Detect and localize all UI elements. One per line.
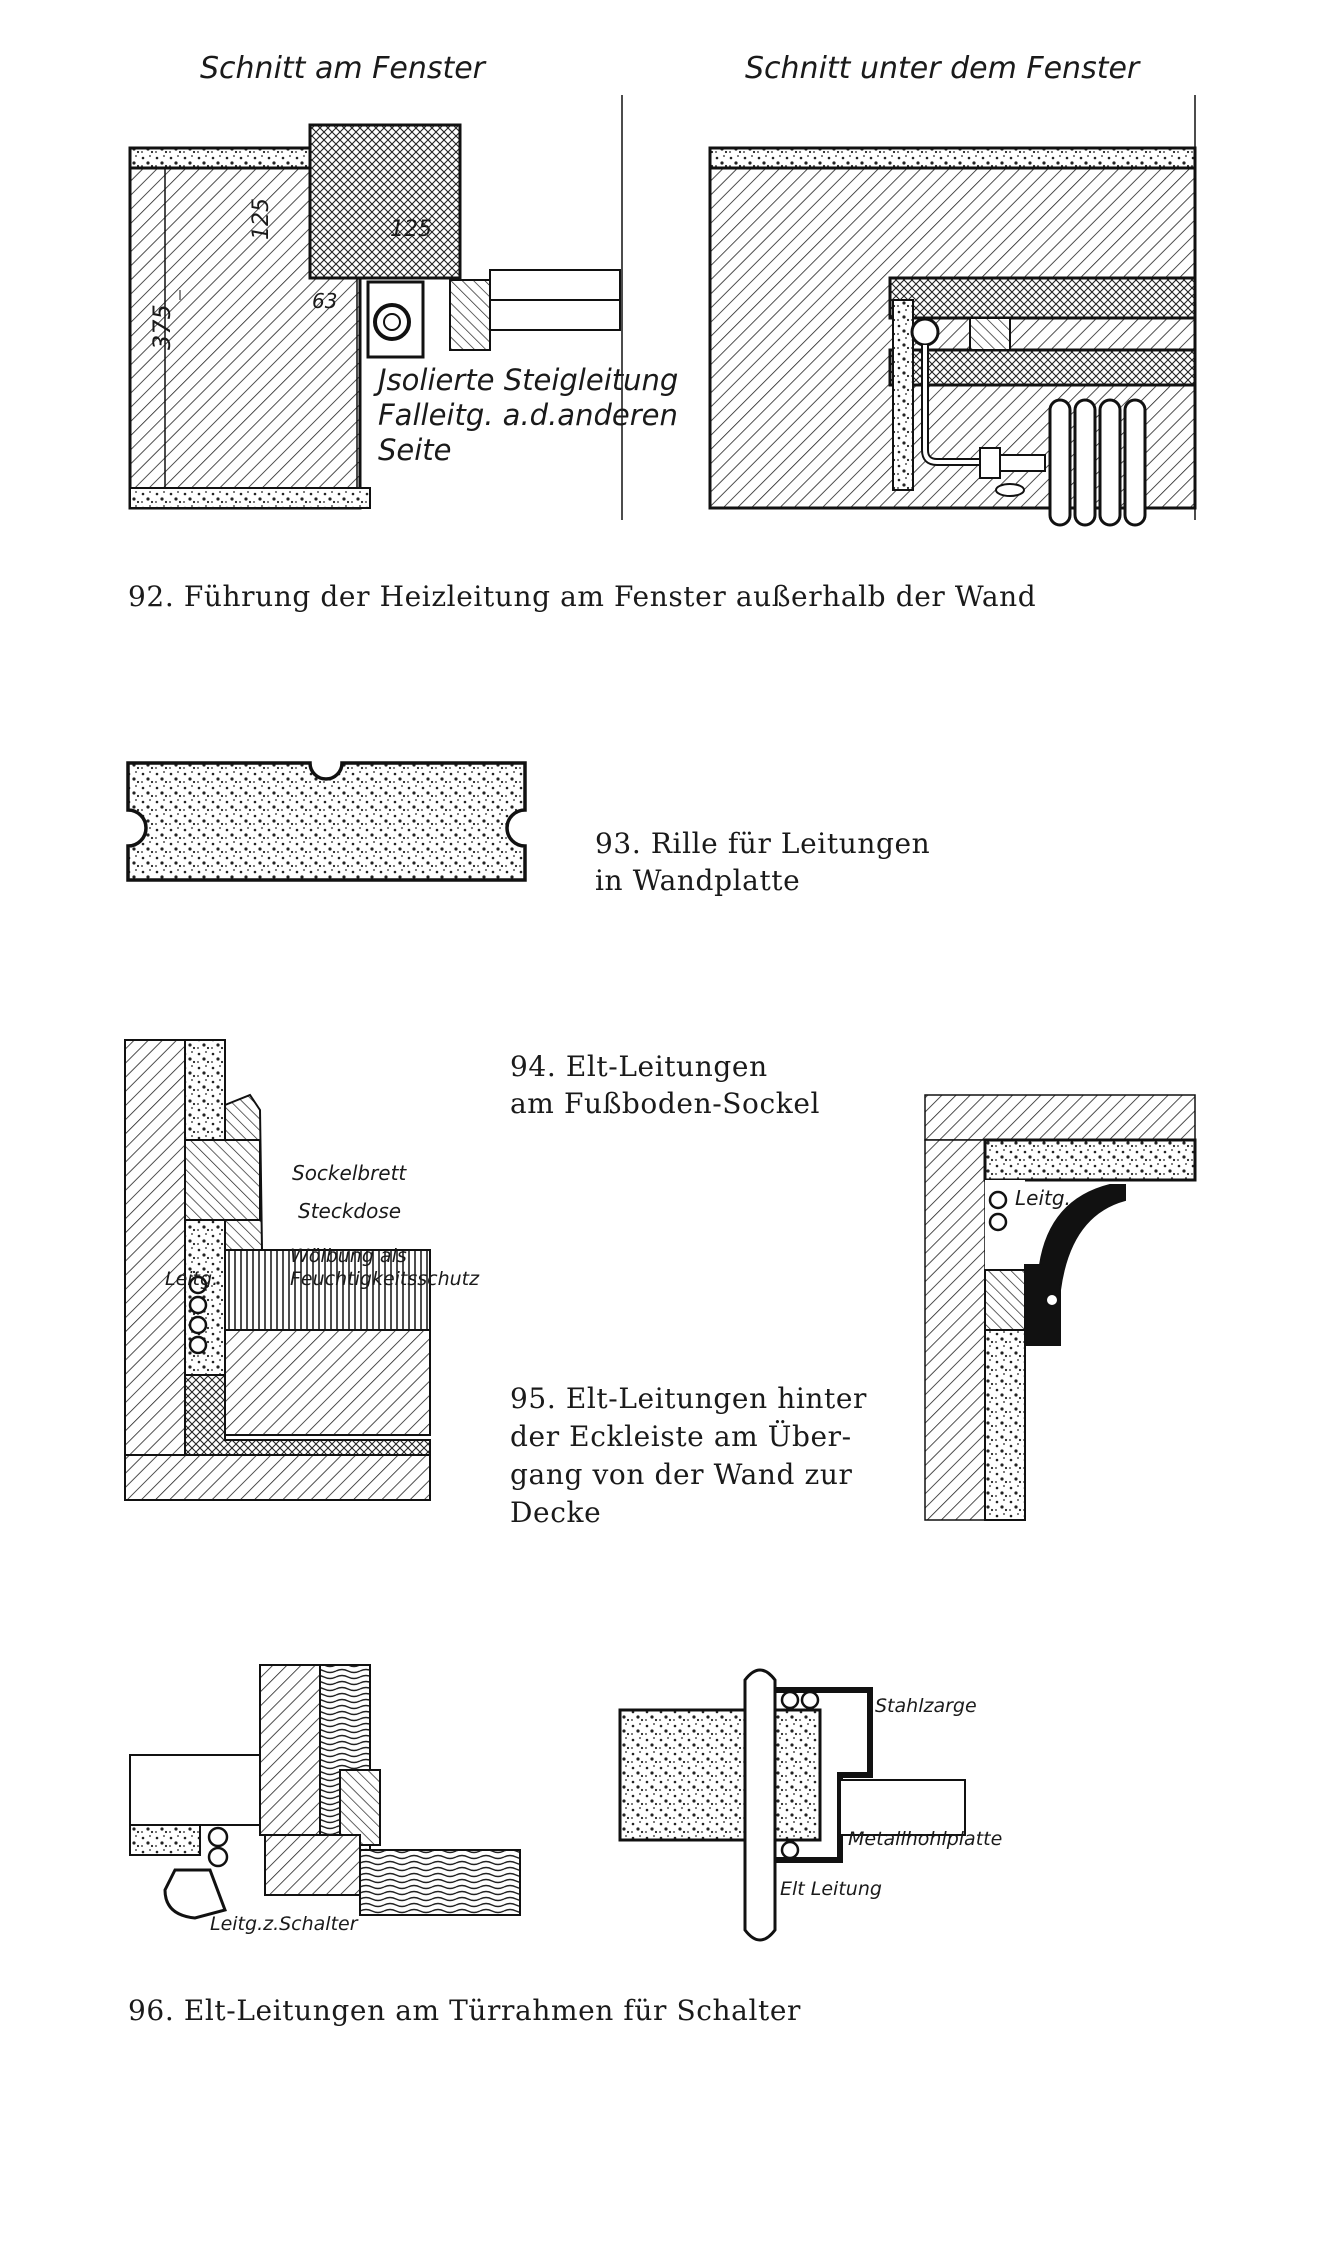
fig92-drawing: Schnitt am Fenster Schnitt unter dem Fen…	[128, 51, 1197, 527]
fig96-label-leitg-schalter: Leitg.z.Schalter	[210, 1913, 359, 1935]
fig96-label-elt-leitung: Elt Leitung	[780, 1878, 882, 1900]
fig95-caption-line1: 95. Elt-Leitungen hinter	[510, 1382, 868, 1415]
fig94-label-woelbung1: Wölbung als	[290, 1245, 407, 1267]
fig92-note-line1: Jsolierte Steigleitung	[373, 363, 678, 397]
fig96-caption: 96. Elt-Leitungen am Türrahmen für Schal…	[128, 1994, 802, 2027]
fig96-label-stahlzarge: Stahlzarge	[875, 1695, 977, 1717]
fig93-caption-line1: 93. Rille für Leitungen	[595, 827, 931, 860]
fig92-note-line3: Seite	[378, 433, 452, 467]
fig92-dim-125-vertical: 125	[249, 198, 274, 240]
fig92-dim-63: 63	[312, 289, 337, 313]
fig95-caption-line4: Decke	[510, 1496, 602, 1529]
fig92-dim-125-horizontal: 125	[390, 217, 432, 242]
fig94-label-woelbung2: Feuchtigkeitsschutz	[290, 1268, 480, 1290]
fig95-caption-line2: der Eckleiste am Über-	[510, 1420, 852, 1453]
fig95-label-leitg: Leitg.	[1015, 1186, 1071, 1210]
fig93-caption-line2: in Wandplatte	[595, 864, 801, 897]
fig92-dim-375: 375	[148, 304, 176, 350]
fig94-label-steckdose: Steckdose	[298, 1199, 401, 1223]
fig94-drawing: Sockelbrett Steckdose Wölbung als Feucht…	[124, 1039, 480, 1501]
fig92-left-section: 375 125 125 63 Jsolierte Steigleitung Fa…	[128, 95, 678, 520]
fig92-radiator	[1048, 398, 1147, 527]
fig96-left-drawing: Leitg.z.Schalter	[129, 1664, 521, 1935]
fig92-right-section	[708, 95, 1197, 527]
fig94-label-leitg: Leitg.	[165, 1268, 218, 1290]
fig92-note-line2: Falleitg. a.d.anderen	[378, 398, 678, 432]
fig92-caption: 92. Führung der Heizleitung am Fenster a…	[128, 580, 1037, 613]
fig96-label-metallhohlplatte: Metallhohlplatte	[848, 1828, 1002, 1850]
fig93-drawing	[126, 761, 527, 882]
fig94-caption-line2: am Fußboden-Sockel	[510, 1087, 821, 1120]
fig95-caption-line3: gang von der Wand zur	[510, 1458, 853, 1491]
fig96-right-drawing: Stahlzarge Metallhohlplatte Elt Leitung	[618, 1668, 1002, 1942]
fig94-caption-line1: 94. Elt-Leitungen	[510, 1050, 768, 1083]
fig92-title-left: Schnitt am Fenster	[200, 51, 487, 86]
fig92-title-right: Schnitt unter dem Fenster	[745, 51, 1141, 86]
fig94-label-sockelbrett: Sockelbrett	[292, 1161, 407, 1185]
fig95-drawing: Leitg.	[924, 1094, 1197, 1521]
